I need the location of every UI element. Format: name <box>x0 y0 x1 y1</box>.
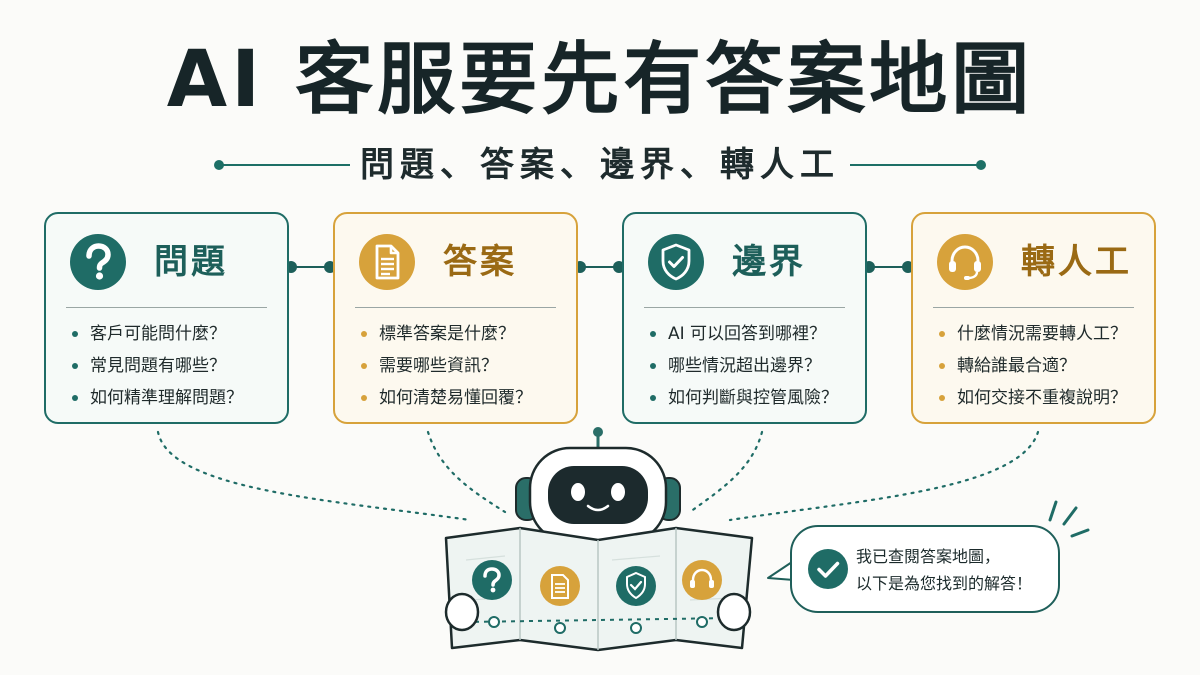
card-answer: 答案 標準答案是什麼？ 需要哪些資訊？ 如何清楚易懂回覆？ <box>333 212 578 424</box>
card-handoff: 轉人工 什麼情況需要轉人工？ 轉給誰最合適？ 如何交接不重複說明？ <box>911 212 1156 424</box>
connector-2-3 <box>578 266 622 268</box>
question-mark-icon <box>70 234 126 290</box>
headset-icon <box>937 234 993 290</box>
bubble-line-1: 我已查閱答案地圖， <box>856 547 1001 566</box>
list-item: 客戶可能問什麼？ <box>70 318 243 350</box>
card-handoff-title: 轉人工 <box>1021 242 1132 282</box>
list-item: 什麼情況需要轉人工？ <box>937 318 1127 350</box>
card-question-divider <box>66 307 267 308</box>
card-answer-title: 答案 <box>443 242 517 282</box>
list-item: 哪些情況超出邊界？ <box>648 350 838 382</box>
robot-hand-right <box>716 592 752 632</box>
robot-face <box>548 466 648 524</box>
check-circle-icon <box>808 549 848 589</box>
card-question-list: 客戶可能問什麼？ 常見問題有哪些？ 如何精準理解問題？ <box>70 318 243 414</box>
list-item: 常見問題有哪些？ <box>70 350 243 382</box>
dotted-link-2 <box>426 430 507 514</box>
card-answer-divider <box>355 307 556 308</box>
antenna-tip <box>593 427 603 437</box>
document-icon <box>359 234 415 290</box>
dotted-link-3 <box>688 430 764 514</box>
connector-1-2 <box>289 266 333 268</box>
list-item: 如何判斷與控管風險？ <box>648 382 838 414</box>
page-subtitle: 問題、答案、邊界、轉人工 <box>360 145 840 185</box>
bubble-text: 我已查閱答案地圖， 以下是為您找到的解答！ <box>856 543 1032 597</box>
card-handoff-header: 轉人工 <box>913 214 1154 306</box>
map-headset-icon <box>682 560 722 600</box>
card-answer-list: 標準答案是什麼？ 需要哪些資訊？ 如何清楚易懂回覆？ <box>359 318 532 414</box>
card-boundary-divider <box>644 307 845 308</box>
page-title: AI 客服要先有答案地圖 <box>166 35 1034 125</box>
card-handoff-list: 什麼情況需要轉人工？ 轉給誰最合適？ 如何交接不重複說明？ <box>937 318 1127 414</box>
list-item: 如何交接不重複說明？ <box>937 382 1127 414</box>
card-boundary: 邊界 AI 可以回答到哪裡？ 哪些情況超出邊界？ 如何判斷與控管風險？ <box>622 212 867 424</box>
speech-bubble: 我已查閱答案地圖， 以下是為您找到的解答！ <box>790 525 1060 613</box>
map-question-icon <box>472 560 512 600</box>
subtitle-right-dot <box>976 160 986 170</box>
subtitle-right-line <box>850 164 978 166</box>
sparkle-lines <box>1048 500 1090 538</box>
connector-3-4 <box>867 266 911 268</box>
list-item: 需要哪些資訊？ <box>359 350 532 382</box>
card-question: 問題 客戶可能問什麼？ 常見問題有哪些？ 如何精準理解問題？ <box>44 212 289 424</box>
bubble-line-2: 以下是為您找到的解答！ <box>856 574 1033 593</box>
list-item: 轉給誰最合適？ <box>937 350 1127 382</box>
card-boundary-header: 邊界 <box>624 214 865 306</box>
map-document-icon <box>540 566 580 606</box>
subtitle-left-line <box>222 164 350 166</box>
map-shield-icon <box>616 566 656 606</box>
card-answer-header: 答案 <box>335 214 576 306</box>
bubble-tail <box>767 561 795 581</box>
card-boundary-title: 邊界 <box>732 242 806 282</box>
list-item: 標準答案是什麼？ <box>359 318 532 350</box>
card-handoff-divider <box>933 307 1134 308</box>
subtitle-left-dot <box>214 160 224 170</box>
list-item: 如何清楚易懂回覆？ <box>359 382 532 414</box>
dotted-link-4 <box>728 430 1040 522</box>
card-question-header: 問題 <box>46 214 287 306</box>
subtitle-row: 問題、答案、邊界、轉人工 <box>0 140 1200 190</box>
dotted-link-1 <box>156 430 472 522</box>
list-item: AI 可以回答到哪裡？ <box>648 318 838 350</box>
shield-check-icon <box>648 234 704 290</box>
robot-hand-left <box>444 592 480 632</box>
card-boundary-list: AI 可以回答到哪裡？ 哪些情況超出邊界？ 如何判斷與控管風險？ <box>648 318 838 414</box>
list-item: 如何精準理解問題？ <box>70 382 243 414</box>
card-question-title: 問題 <box>154 242 228 282</box>
